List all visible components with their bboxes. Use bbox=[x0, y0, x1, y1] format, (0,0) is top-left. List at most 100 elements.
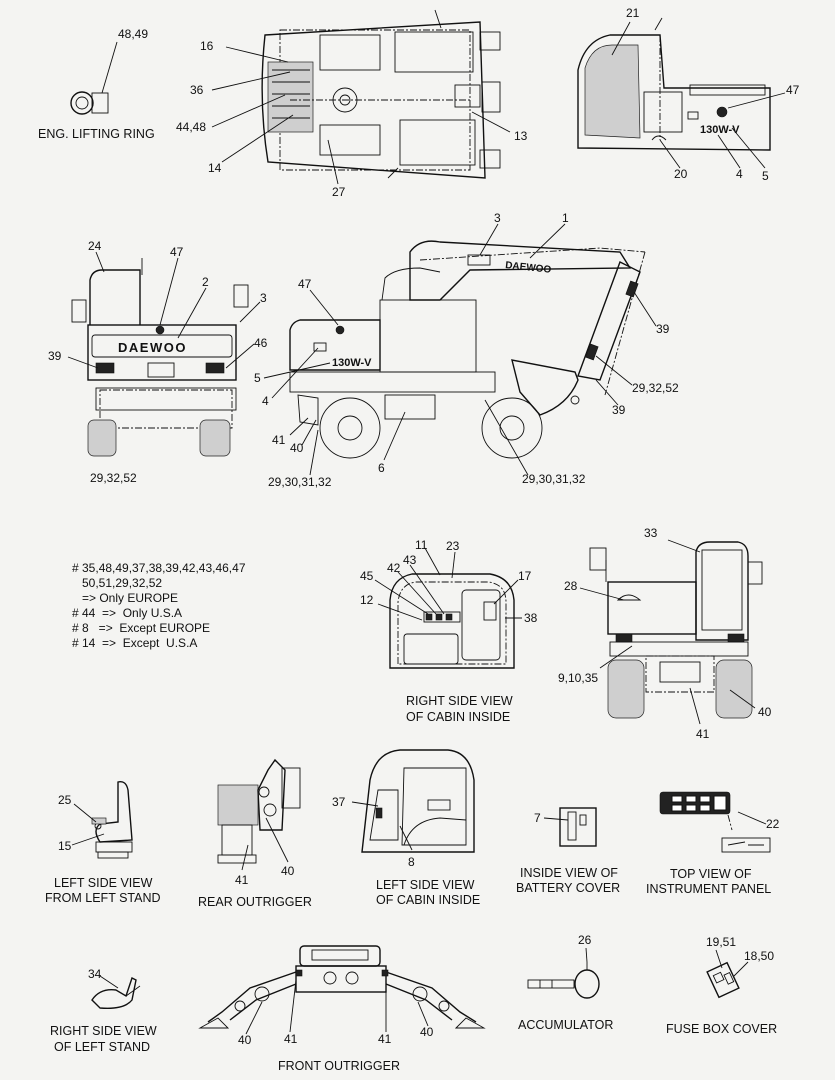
note-line-3: => Only EUROPE bbox=[82, 591, 178, 605]
front-outrigger-view bbox=[198, 945, 486, 1029]
callout-33: 33 bbox=[644, 526, 658, 540]
leader-29-32-52b bbox=[595, 355, 633, 386]
callout-29-32-52-rear: 29,32,52 bbox=[90, 471, 137, 485]
leader-37 bbox=[351, 801, 379, 807]
callout-3-main: 3 bbox=[494, 211, 501, 225]
callout-1: 1 bbox=[562, 211, 569, 225]
caption-left-stand-line1: LEFT SIDE VIEW bbox=[54, 876, 153, 890]
leader-6 bbox=[383, 411, 406, 461]
rear-view-machine: DAEWOO bbox=[71, 258, 249, 457]
left-stand-right-view bbox=[91, 977, 141, 1010]
caption-right-stand-line1: RIGHT SIDE VIEW bbox=[50, 1024, 157, 1038]
callout-37: 37 bbox=[332, 795, 346, 809]
callout-9-10-35: 9,10,35 bbox=[558, 671, 598, 685]
callout-42: 42 bbox=[387, 561, 401, 575]
callout-39-arm: 39 bbox=[656, 322, 670, 336]
callout-25: 25 bbox=[58, 793, 72, 807]
leader-36 bbox=[211, 71, 291, 91]
callout-26: 26 bbox=[578, 933, 592, 947]
callout-2: 2 bbox=[202, 275, 209, 289]
leader-40c bbox=[265, 817, 289, 863]
leader-20 bbox=[659, 139, 681, 169]
callout-21: 21 bbox=[626, 6, 640, 20]
cabin-inside-left-view bbox=[361, 749, 475, 853]
leader-29-30-31-32a bbox=[309, 429, 319, 476]
leader-44-48 bbox=[211, 94, 286, 128]
top-view-upper-structure bbox=[261, 9, 501, 179]
leader-13 bbox=[471, 111, 511, 133]
leader-9-10-35 bbox=[599, 645, 633, 669]
callout-12: 12 bbox=[360, 593, 374, 607]
leader-8 bbox=[399, 825, 413, 851]
leader-46 bbox=[225, 343, 255, 369]
leader-5a bbox=[731, 127, 766, 169]
leader-40d bbox=[245, 1001, 263, 1035]
callout-29-32-52-arm: 29,32,52 bbox=[632, 381, 679, 395]
callout-29-30-31-32-rear: 29,30,31,32 bbox=[522, 472, 586, 486]
notes-block: # 35,48,49,37,38,39,42,43,46,47 50,51,29… bbox=[72, 561, 246, 650]
leader-26 bbox=[585, 947, 588, 963]
caption-left-stand-line2: FROM LEFT STAND bbox=[45, 891, 161, 905]
note-line-5: # 8 => Except EUROPE bbox=[72, 621, 210, 635]
fuse-box-cover-view bbox=[706, 961, 740, 999]
callout-47-rear: 47 bbox=[170, 245, 184, 259]
leader-22 bbox=[737, 811, 767, 825]
callout-19-51: 19,51 bbox=[706, 935, 736, 949]
callout-39-rear: 39 bbox=[48, 349, 62, 363]
caption-fuse-box: FUSE BOX COVER bbox=[666, 1022, 777, 1036]
callout-13: 13 bbox=[514, 129, 528, 143]
caption-front-outrigger: FRONT OUTRIGGER bbox=[278, 1059, 400, 1073]
callout-6: 6 bbox=[378, 461, 385, 475]
callout-28: 28 bbox=[564, 579, 578, 593]
leader-16 bbox=[225, 46, 289, 63]
decal-model-main: 130W-V bbox=[332, 357, 372, 369]
leader-40b bbox=[729, 689, 756, 709]
note-line-6: # 14 => Except U.S.A bbox=[72, 636, 197, 650]
lifting-ring-view bbox=[70, 41, 118, 115]
callout-43: 43 bbox=[403, 553, 417, 567]
leader-39a bbox=[67, 356, 99, 369]
leader-15 bbox=[71, 833, 105, 846]
callout-41-main: 41 bbox=[272, 433, 286, 447]
callout-24: 24 bbox=[88, 239, 102, 253]
callout-40-front-outrigger-left: 40 bbox=[238, 1033, 252, 1047]
caption-battery-line2: BATTERY COVER bbox=[516, 881, 620, 895]
callout-11: 11 bbox=[415, 538, 428, 552]
leader-18-50 bbox=[733, 961, 749, 977]
callout-40-rear-outrigger: 40 bbox=[281, 864, 295, 878]
callout-45: 45 bbox=[360, 569, 374, 583]
caption-right-cabin-line1: RIGHT SIDE VIEW bbox=[406, 694, 513, 708]
callout-47-main: 47 bbox=[298, 277, 312, 291]
leader-3a bbox=[479, 223, 499, 256]
side-view-upper-right: 130W-V bbox=[577, 17, 771, 151]
battery-cover-view bbox=[559, 807, 597, 847]
callout-29-30-31-32-front: 29,30,31,32 bbox=[268, 475, 332, 489]
callout-8: 8 bbox=[408, 855, 415, 869]
callout-41-front-outrigger-right: 41 bbox=[378, 1032, 392, 1046]
callout-7: 7 bbox=[534, 811, 541, 825]
leader-1 bbox=[529, 223, 566, 259]
leader-14 bbox=[221, 114, 294, 163]
callout-48-49: 48,49 bbox=[118, 27, 148, 41]
callout-46: 46 bbox=[254, 336, 268, 350]
leader-39b bbox=[633, 291, 657, 327]
main-side-view-excavator: 130W-V DAEWOO bbox=[289, 240, 646, 459]
callout-34: 34 bbox=[88, 967, 102, 981]
leader-2 bbox=[177, 287, 207, 339]
caption-left-cabin-line1: LEFT SIDE VIEW bbox=[376, 878, 475, 892]
leader-41c bbox=[241, 844, 249, 871]
callout-40-front: 40 bbox=[758, 705, 772, 719]
leader-33 bbox=[667, 539, 701, 553]
leader-11 bbox=[424, 547, 441, 576]
callout-15: 15 bbox=[58, 839, 72, 853]
caption-left-cabin-line2: OF CABIN INSIDE bbox=[376, 893, 480, 907]
callout-36: 36 bbox=[190, 83, 204, 97]
leader-19-51 bbox=[715, 949, 723, 969]
cabin-inside-right-view bbox=[389, 573, 515, 669]
leader-41a bbox=[289, 417, 309, 436]
callout-5-side: 5 bbox=[762, 169, 769, 183]
caption-battery-line1: INSIDE VIEW OF bbox=[520, 866, 618, 880]
callout-5-main: 5 bbox=[254, 371, 261, 385]
note-line-1: # 35,48,49,37,38,39,42,43,46,47 bbox=[72, 561, 246, 575]
